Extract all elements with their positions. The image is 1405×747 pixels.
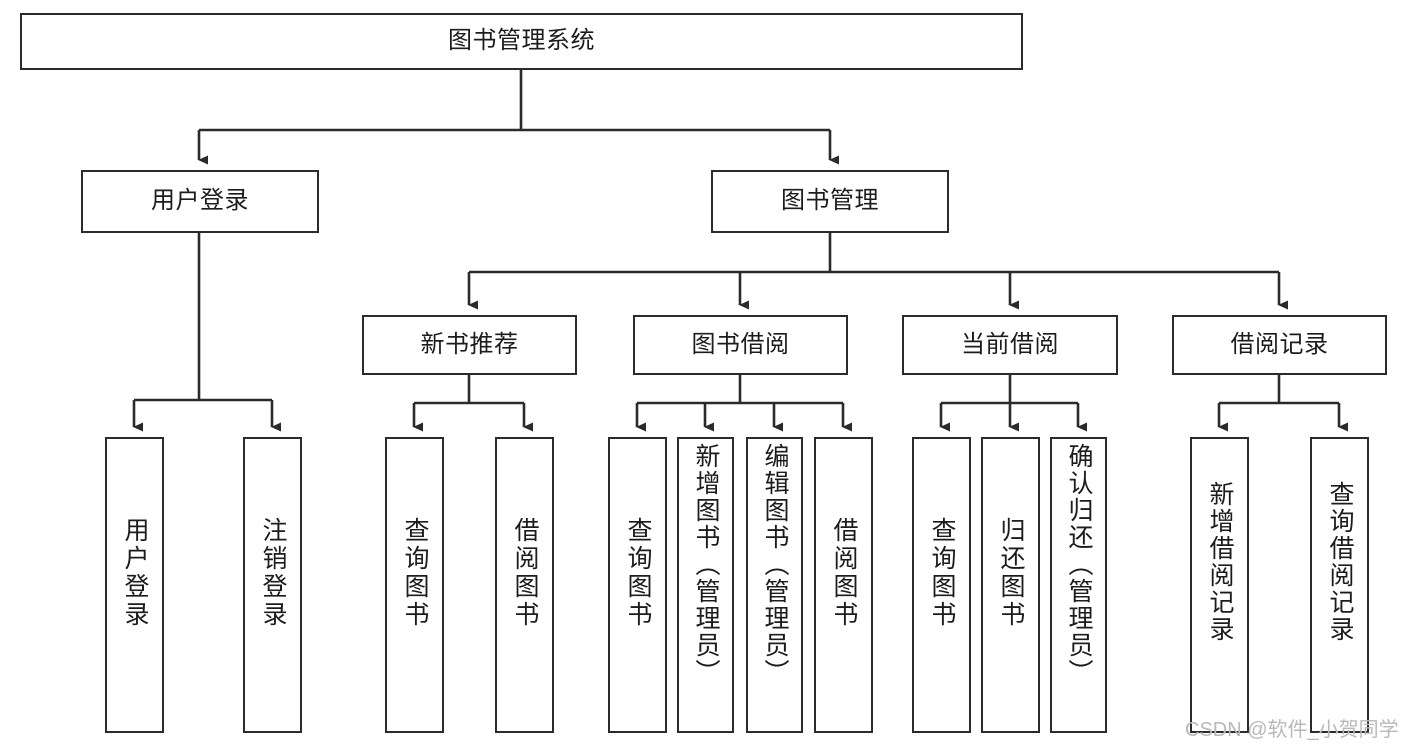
node-leaf-add-record[interactable]: 新增借阅记录: [1190, 437, 1249, 733]
node-label: 新增借阅记录: [1206, 481, 1234, 643]
node-label: 查询图书: [401, 517, 429, 629]
node-label: 用户登录: [121, 517, 149, 629]
node-label: 查询借阅记录: [1326, 481, 1354, 643]
node-book-manage[interactable]: 图书管理: [711, 170, 949, 233]
node-borrow-record[interactable]: 借阅记录: [1172, 315, 1387, 375]
node-user-login[interactable]: 用户登录: [81, 170, 319, 233]
node-label: 注销登录: [259, 517, 287, 629]
node-label: 确认归还（管理员）: [1065, 443, 1093, 686]
node-label: 查询图书: [928, 517, 956, 629]
csdn-watermark: CSDN @软件_小贺同学: [1185, 719, 1399, 741]
node-leaf-query-record[interactable]: 查询借阅记录: [1310, 437, 1369, 733]
node-label: 借阅记录: [1230, 330, 1329, 358]
node-leaf-confirm-return[interactable]: 确认归还（管理员）: [1050, 437, 1107, 733]
node-leaf-borrow-book-1[interactable]: 借阅图书: [495, 437, 554, 733]
node-label: 图书借阅: [691, 330, 790, 358]
node-label: 借阅图书: [511, 517, 539, 629]
node-leaf-query-book-1[interactable]: 查询图书: [385, 437, 444, 733]
node-leaf-logout[interactable]: 注销登录: [243, 437, 302, 733]
node-label: 用户登录: [151, 187, 249, 215]
node-root-system[interactable]: 图书管理系统: [20, 13, 1023, 70]
node-current-borrow[interactable]: 当前借阅: [902, 315, 1118, 375]
node-leaf-return-book[interactable]: 归还图书: [981, 437, 1040, 733]
node-label: 编辑图书（管理员）: [761, 443, 789, 686]
node-label: 图书管理系统: [448, 27, 595, 55]
node-leaf-edit-book[interactable]: 编辑图书（管理员）: [746, 437, 803, 733]
node-label: 借阅图书: [830, 517, 858, 629]
node-label: 图书管理: [781, 187, 879, 215]
node-label: 当前借阅: [961, 330, 1059, 358]
node-leaf-user-login[interactable]: 用户登录: [105, 437, 164, 733]
node-label: 新增图书（管理员）: [692, 443, 720, 686]
node-leaf-add-book[interactable]: 新增图书（管理员）: [677, 437, 734, 733]
node-new-book-rec[interactable]: 新书推荐: [362, 315, 577, 375]
node-leaf-query-book-3[interactable]: 查询图书: [912, 437, 971, 733]
node-label: 归还图书: [997, 517, 1025, 629]
node-book-borrow[interactable]: 图书借阅: [633, 315, 848, 375]
node-leaf-query-book-2[interactable]: 查询图书: [608, 437, 667, 733]
node-leaf-borrow-book-2[interactable]: 借阅图书: [814, 437, 873, 733]
node-label: 查询图书: [624, 517, 652, 629]
node-label: 新书推荐: [420, 330, 519, 358]
